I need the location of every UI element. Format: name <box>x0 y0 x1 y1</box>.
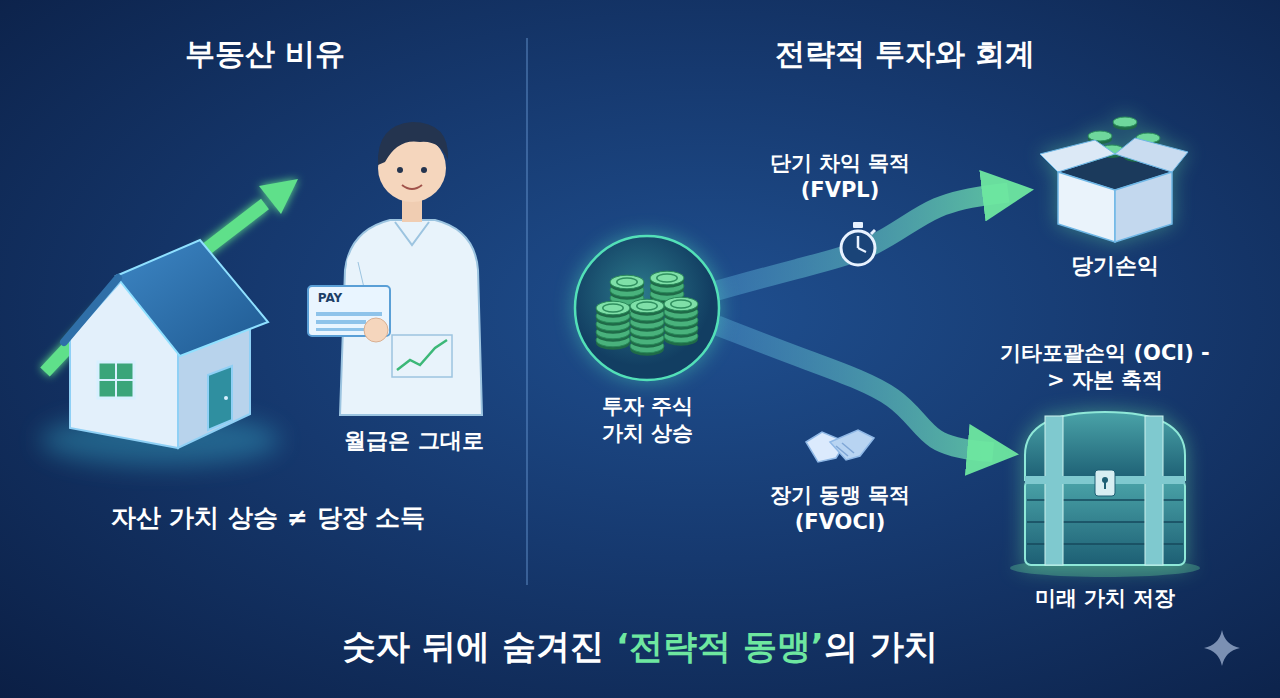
profit-box-shape-part <box>1115 138 1188 172</box>
treasure-chest-shape <box>1025 412 1185 565</box>
investment-circle-shape-part <box>671 300 691 308</box>
section-heading: 부동산 비유 <box>185 36 345 72</box>
caption-part: 숫자 뒤에 숨겨진 <box>342 626 616 666</box>
profit-box-shape-part <box>1058 172 1115 242</box>
worker-figure-part <box>316 320 366 324</box>
flow-arrow <box>717 193 1008 291</box>
worker-figure-part <box>397 167 403 173</box>
node-text: 기타포괄손익 (OCI) -> 자본 축적 <box>992 340 1218 395</box>
investment-circle-shape-part <box>575 236 719 380</box>
profit-box: 당기손익 <box>1040 92 1190 286</box>
edge-label: 장기 동맹 목적 (FVOCI) <box>750 482 930 537</box>
stopwatch-icon-part <box>853 222 863 228</box>
house-illustration-part <box>116 240 268 356</box>
investment-circle-shape-part <box>650 271 684 285</box>
investment-circle-icon <box>565 228 730 388</box>
profit-box-shape-part <box>1040 140 1115 172</box>
edge-label: 단기 차익 목적 (FVPL) <box>750 150 930 205</box>
worker-figure-part <box>364 318 388 342</box>
investment-circle-shape-part <box>637 302 657 310</box>
caption-highlight: ‘전략적 동맹’ <box>616 626 824 666</box>
investment-circle-shape-part <box>610 275 644 289</box>
watermark-sparkle <box>1204 630 1240 666</box>
house-illustration-part <box>64 278 118 342</box>
investment-circle-shape <box>575 236 719 380</box>
house-illustration-part <box>98 379 134 381</box>
worker-figure-part <box>402 185 422 189</box>
treasure-chest-shape-part <box>1145 416 1163 565</box>
investment-circle-shape-part <box>617 278 637 286</box>
profit-box-shape-part <box>1113 117 1137 127</box>
profit-box-icon <box>1040 92 1190 247</box>
handshake-icon-part <box>830 430 874 460</box>
house-illustration-part <box>224 396 228 400</box>
worker-figure-part <box>392 335 452 377</box>
investment-circle: 투자 주식 가치 상승 <box>565 228 730 453</box>
worker-figure <box>308 122 482 415</box>
house-illustration-part <box>208 366 232 430</box>
stopwatch-icon-part <box>841 231 875 265</box>
investment-circle-shape-part <box>630 299 664 313</box>
handshake-icon-part <box>836 446 848 456</box>
worker-figure-part <box>421 167 427 173</box>
stopwatch-icon-part <box>858 248 866 252</box>
worker-figure-part <box>316 312 382 316</box>
investment-circle-shape-part <box>664 297 698 311</box>
treasure-chest-shape-part <box>1104 481 1106 489</box>
section-divider <box>526 38 528 585</box>
growth-arrow-part <box>259 179 298 214</box>
caption-part: 의 가치 <box>824 626 938 666</box>
node-text: 투자 주식 가치 상승 <box>588 393 708 448</box>
stopwatch-icon-part <box>857 236 860 248</box>
stopwatch-icon-part <box>871 230 875 234</box>
treasure-chest-shape-part <box>1045 416 1063 565</box>
caption: 숫자 뒤에 숨겨진 ‘전략적 동맹’의 가치 <box>342 626 937 667</box>
card-text: PAY <box>318 291 343 305</box>
node-text: 당기손익 <box>1071 252 1159 281</box>
profit-box-shape-part <box>1115 172 1172 242</box>
investment-circle-shape-part <box>596 301 630 315</box>
worker-figure-part <box>397 340 447 370</box>
treasure-chest: 기타포괄손익 (OCI) -> 자본 축적미래 가치 저장 <box>985 335 1225 617</box>
handshake-icon <box>806 430 874 462</box>
investment-circle-shape-part <box>603 304 623 312</box>
handshake-icon-part <box>842 443 854 453</box>
node-text: 미래 가치 저장 <box>1035 585 1176 612</box>
analogy-statement: 자산 가치 상승 ≠ 당장 소득 <box>111 503 425 533</box>
profit-box-shape-part <box>1088 131 1112 141</box>
investment-circle-shape-part <box>657 274 677 282</box>
worker-figure-part <box>395 222 429 245</box>
profit-box-shape <box>1040 117 1188 242</box>
house-illustration <box>40 179 298 466</box>
worker-figure-part <box>378 122 448 165</box>
stopwatch-icon <box>841 222 875 265</box>
house-illustration-part <box>98 362 134 398</box>
salary-note: 월급은 그대로 <box>344 428 484 454</box>
treasure-chest-shape-part <box>1095 470 1115 496</box>
section-heading: 전략적 투자와 회계 <box>775 36 1036 72</box>
treasure-chest-icon <box>995 400 1215 580</box>
